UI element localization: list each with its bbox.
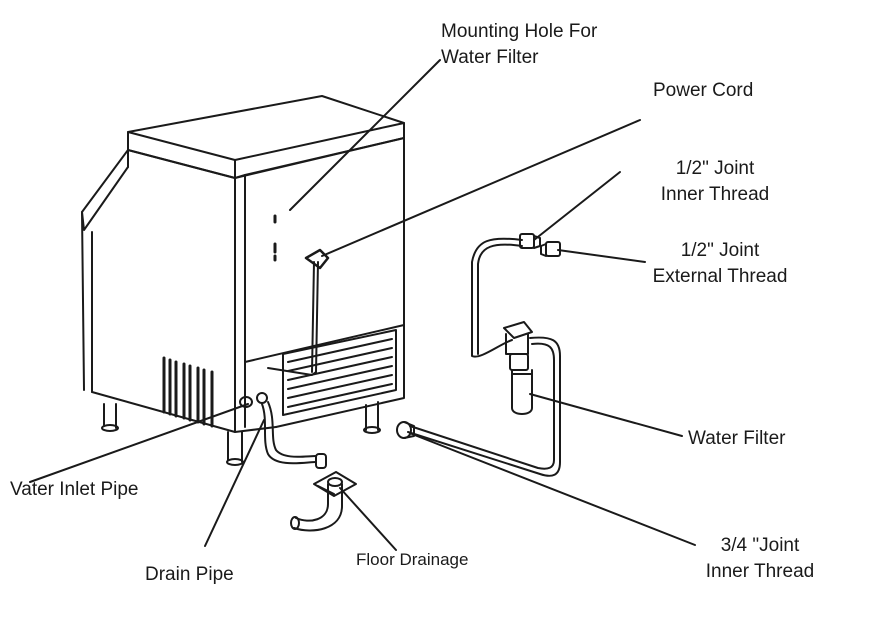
label-power-cord: Power Cord	[653, 80, 754, 101]
label-floor-drainage: Floor Drainage	[356, 550, 469, 569]
leader-lines	[29, 59, 696, 551]
label-water-filter: Water Filter	[688, 428, 786, 449]
label-three-quarter-line2: Inner Thread	[705, 561, 815, 582]
ice-machine-cabinet	[81, 95, 405, 466]
label-half-external-line2: External Thread	[652, 266, 788, 287]
label-half-inner-line1: 1/2" Joint	[675, 158, 755, 179]
label-mounting-hole-line1: Mounting Hole For	[441, 21, 598, 42]
label-half-external-line1: 1/2" Joint	[680, 240, 760, 261]
water-filter-assembly	[396, 233, 561, 477]
label-water-inlet-pipe: Vater Inlet Pipe	[10, 479, 139, 500]
label-drain-pipe: Drain Pipe	[145, 564, 234, 585]
label-mounting-hole-line2: Water Filter	[441, 47, 539, 68]
label-three-quarter-line1: 3/4 "Joint	[720, 535, 800, 556]
inlet-and-drain-pipes	[239, 392, 357, 532]
label-half-inner-line2: Inner Thread	[660, 184, 770, 205]
